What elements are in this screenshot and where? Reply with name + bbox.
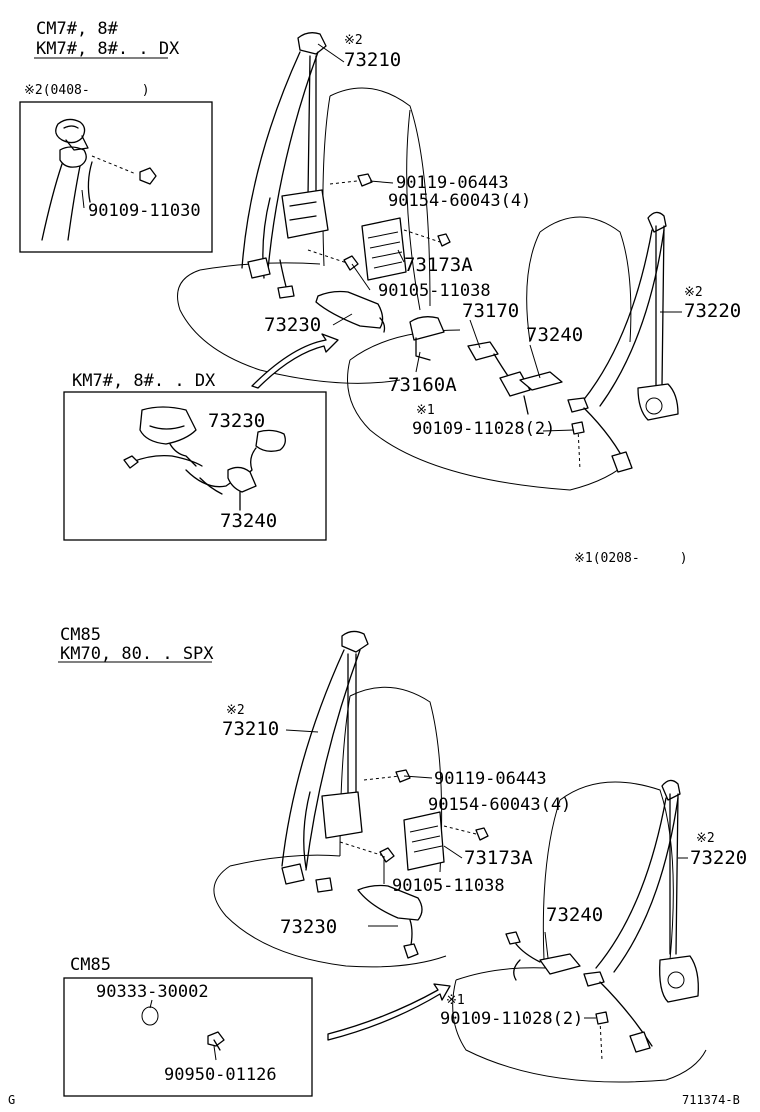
note-bottom-right: ※1(0208-) <box>574 552 688 566</box>
top-inset-left-box <box>19 101 213 253</box>
bottom-buckle-73230 <box>357 884 423 959</box>
bottom-inset-title: CM85 <box>70 955 111 975</box>
note-close: ) <box>141 83 150 98</box>
part-90154-60043[interactable]: 90154-60043(4) <box>388 191 532 211</box>
part-73230[interactable]: 73230 <box>264 314 322 336</box>
top-arrow <box>251 333 339 389</box>
b-part-73210[interactable]: 73210 <box>222 718 280 740</box>
note-range: (0408- <box>42 83 90 98</box>
bottom-model-line2: KM70, 80. . SPX <box>60 644 214 664</box>
b-part-73210-mark: ※2 <box>226 703 245 718</box>
bottom-inset-parts-drawing <box>141 1006 225 1051</box>
part-73210[interactable]: 73210 <box>344 49 402 71</box>
b-part-73220[interactable]: 73220 <box>690 847 748 869</box>
b-inset-part-90333-30002[interactable]: 90333-30002 <box>96 982 209 1002</box>
top-model-line1: CM7#, 8# <box>36 19 118 39</box>
part-73220-mark: ※2 <box>684 285 703 300</box>
top-part-73160A <box>409 316 445 361</box>
b-part-73220-mark: ※2 <box>696 831 715 846</box>
top-right-seat <box>347 216 632 491</box>
part-90119-06443[interactable]: 90119-06443 <box>396 173 509 193</box>
part-73160A[interactable]: 73160A <box>388 374 457 396</box>
top-left-belt <box>241 32 373 299</box>
inset-buckle-drawing <box>123 406 286 511</box>
inset-belt-anchor-drawing <box>41 118 157 241</box>
part-73210-mark: ※2 <box>344 33 363 48</box>
bottom-right-seat <box>452 781 707 1083</box>
note-range: (0208- <box>592 551 640 566</box>
top-cover-73173A <box>361 217 451 281</box>
part-73240[interactable]: 73240 <box>526 324 584 346</box>
bottom-model-line1: CM85 <box>60 625 101 645</box>
footer-left-code: G <box>8 1093 16 1107</box>
part-90109-11030[interactable]: 90109-11030 <box>88 201 201 221</box>
b-part-90109-11028[interactable]: 90109-11028(2) <box>440 1009 584 1029</box>
bottom-left-belt <box>281 630 411 893</box>
b-part-90119-06443[interactable]: 90119-06443 <box>434 769 547 789</box>
part-73220[interactable]: 73220 <box>684 300 742 322</box>
inset-part-73230[interactable]: 73230 <box>208 410 266 432</box>
inset-part-73240[interactable]: 73240 <box>220 510 278 532</box>
b-part-90105-11038[interactable]: 90105-11038 <box>392 876 505 896</box>
part-73170[interactable]: 73170 <box>462 300 520 322</box>
top-center-belt <box>467 341 563 415</box>
bottom-cover-73173A <box>403 811 489 871</box>
bottom-right-belt <box>583 779 699 1061</box>
top-buckle-73230 <box>315 290 386 333</box>
part-73173A[interactable]: 73173A <box>404 254 473 276</box>
b-part-73230[interactable]: 73230 <box>280 916 338 938</box>
top-inset-right-title: KM7#, 8#. . DX <box>72 371 216 391</box>
top-inset-note: ※2(0408-) <box>24 84 150 98</box>
note-mark: ※2 <box>24 83 43 98</box>
b-part-90109-mark: ※1 <box>446 993 465 1008</box>
bottom-inset-box <box>63 977 313 1097</box>
top-inset-right-box <box>63 391 327 541</box>
b-part-90154-60043[interactable]: 90154-60043(4) <box>428 795 572 815</box>
b-part-73173A[interactable]: 73173A <box>464 847 533 869</box>
b-part-73240[interactable]: 73240 <box>546 904 604 926</box>
bottom-center-belt <box>505 931 581 981</box>
diagram-id: 711374-B <box>682 1093 740 1107</box>
part-90109-mark: ※1 <box>416 403 435 418</box>
bottom-arrow <box>327 983 451 1041</box>
note-close: ) <box>679 551 688 566</box>
top-right-belt <box>567 211 679 473</box>
b-inset-part-90950-01126[interactable]: 90950-01126 <box>164 1065 277 1085</box>
part-90109-11028[interactable]: 90109-11028(2) <box>412 419 556 439</box>
note-mark: ※1 <box>574 551 593 566</box>
part-90105-11038[interactable]: 90105-11038 <box>378 281 491 301</box>
top-model-line2: KM7#, 8#. . DX <box>36 39 180 59</box>
